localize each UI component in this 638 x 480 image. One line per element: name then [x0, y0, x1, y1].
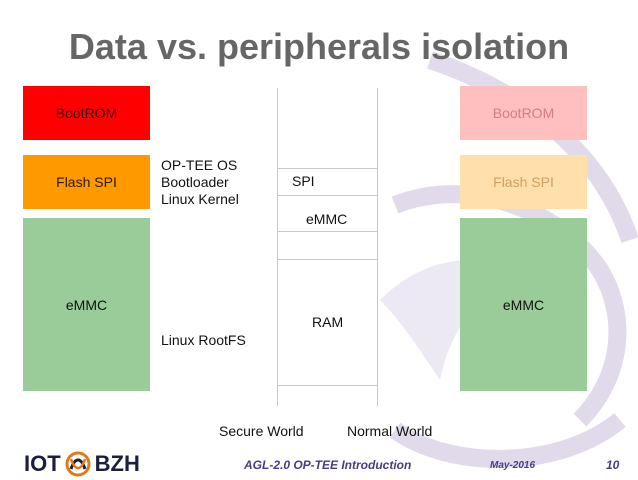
- presentation-name: AGL-2.0 OP-TEE Introduction: [244, 458, 412, 472]
- memory-ram-label: RAM: [312, 314, 344, 330]
- optee-os-label: OP-TEE OS: [161, 157, 238, 173]
- logo-text-right: BZH: [94, 451, 140, 476]
- flash-spi-label-right: Flash SPI: [493, 174, 554, 190]
- celtic-knot-icon: [65, 451, 91, 477]
- memory-emmc-label: eMMC: [306, 211, 348, 227]
- emmc-block-left: eMMC: [23, 218, 150, 391]
- flash-spi-label-left: Flash SPI: [56, 174, 117, 190]
- bootrom-label-left: BootROM: [55, 105, 118, 121]
- memory-map-left-border: [277, 88, 278, 406]
- normal-world-label: Normal World: [347, 423, 433, 439]
- flash-spi-block-left: Flash SPI: [23, 155, 150, 209]
- emmc-block-right: eMMC: [460, 218, 587, 391]
- bootrom-label-right: BootROM: [492, 105, 555, 121]
- linux-kernel-label: Linux Kernel: [161, 191, 239, 207]
- memory-map-divider-4: [277, 259, 378, 260]
- memory-map-divider-1: [277, 168, 378, 169]
- memory-map-right-border: [377, 88, 378, 406]
- flash-spi-block-right: Flash SPI: [460, 155, 587, 209]
- emmc-label-left: eMMC: [65, 296, 108, 313]
- iotbzh-logo: IOT BZH: [24, 448, 140, 480]
- page-number: 10: [606, 458, 620, 472]
- linux-rootfs-label: Linux RootFS: [161, 332, 246, 348]
- memory-spi-label: SPI: [292, 173, 315, 189]
- secure-world-label: Secure World: [219, 423, 304, 439]
- bootrom-block-left: BootROM: [23, 86, 150, 140]
- memory-map-divider-2: [277, 195, 378, 196]
- bootloader-label: Bootloader: [161, 174, 229, 190]
- memory-map-divider-5: [277, 385, 378, 386]
- presentation-date: May-2016: [490, 460, 536, 471]
- memory-map-divider-3: [277, 231, 378, 232]
- logo-text-left: IOT: [24, 451, 61, 476]
- emmc-label-right: eMMC: [502, 296, 545, 313]
- slide-title: Data vs. peripherals isolation: [68, 26, 570, 67]
- bootrom-block-right: BootROM: [460, 86, 587, 140]
